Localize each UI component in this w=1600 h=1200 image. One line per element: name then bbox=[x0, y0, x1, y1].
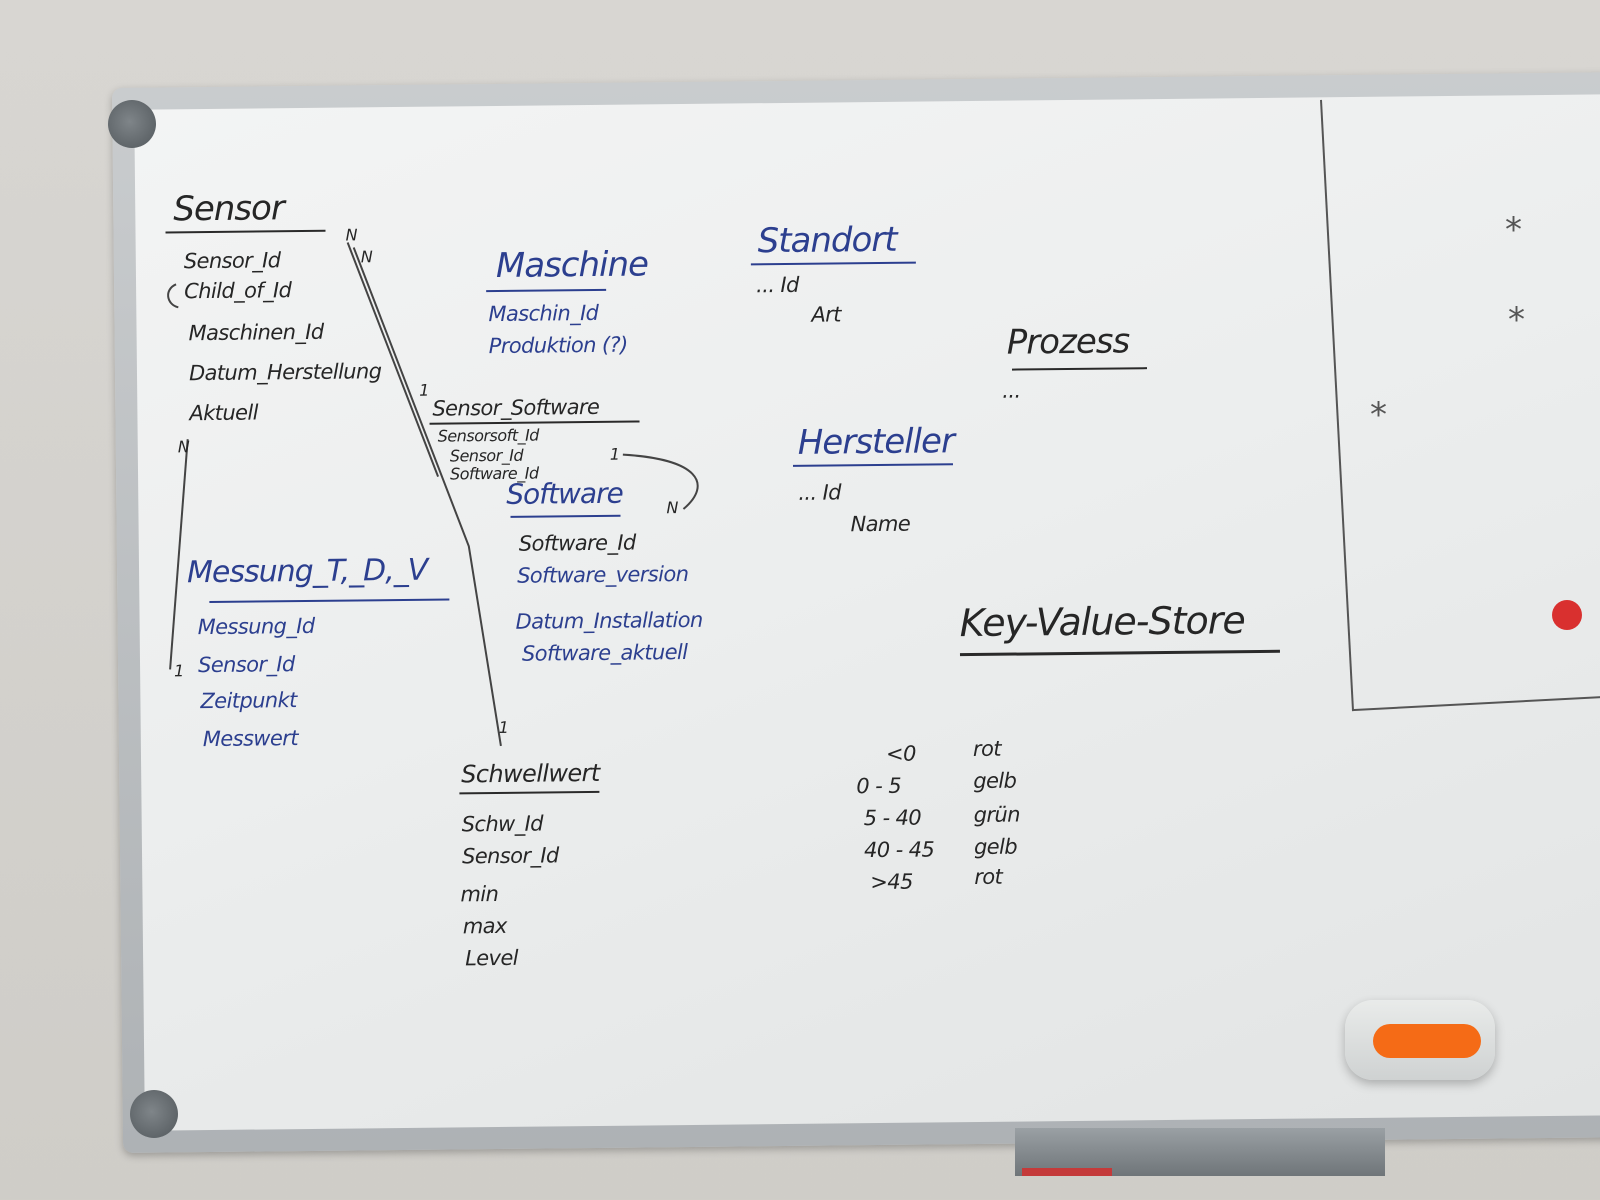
software-field-3: Datum_Installation bbox=[515, 607, 703, 634]
messung-title: Messung_T,_D,_V bbox=[186, 552, 428, 591]
kv-value-3: grün bbox=[973, 802, 1020, 828]
maschine-field-2: Produktion (?) bbox=[488, 332, 628, 359]
whiteboard-eraser bbox=[1345, 1000, 1495, 1080]
sensor-field-4: Datum_Herstellung bbox=[188, 359, 382, 386]
messung-field-2: Sensor_Id bbox=[197, 652, 295, 678]
sensor-software-field-2: Sensor_Id bbox=[449, 445, 524, 466]
messung-field-1: Messung_Id bbox=[197, 613, 315, 640]
software-title: Software bbox=[506, 476, 623, 511]
cardinality-one-d: 1 bbox=[498, 717, 509, 737]
eraser-grip bbox=[1373, 1024, 1481, 1058]
kv-value-1: rot bbox=[972, 736, 1002, 762]
maschine-field-1: Maschin_Id bbox=[488, 300, 599, 327]
messung-field-4: Messwert bbox=[202, 726, 299, 752]
sensor-software-title: Sensor_Software bbox=[432, 394, 600, 421]
red-marker bbox=[1022, 1168, 1112, 1176]
sensor-title: Sensor bbox=[173, 188, 285, 230]
standort-field-2: Art bbox=[811, 302, 841, 327]
kv-value-5: rot bbox=[974, 864, 1003, 890]
hersteller-field-1: ... Id bbox=[798, 480, 842, 505]
hersteller-field-2: Name bbox=[850, 511, 911, 537]
software-field-4: Software_aktuell bbox=[521, 640, 688, 666]
schwellwert-field-1: Schw_Id bbox=[461, 811, 544, 837]
prozess-field-1: ... bbox=[1002, 378, 1021, 403]
red-magnet bbox=[1552, 600, 1582, 630]
kv-key-2: 0 - 5 bbox=[856, 773, 902, 799]
sensor-field-5: Aktuell bbox=[189, 400, 259, 426]
standort-field-1: ... Id bbox=[755, 272, 799, 298]
sensor-field-3: Maschinen_Id bbox=[188, 319, 324, 346]
schwellwert-field-5: Level bbox=[465, 945, 519, 971]
schwellwert-field-4: max bbox=[462, 913, 507, 939]
maschine-title: Maschine bbox=[495, 244, 649, 286]
kv-key-3: 5 - 40 bbox=[863, 805, 922, 831]
sensor-field-1: Sensor_Id bbox=[183, 248, 281, 274]
kv-key-4: 40 - 45 bbox=[863, 837, 935, 863]
cardinality-one-b: 1 bbox=[609, 444, 620, 464]
kv-value-2: gelb bbox=[973, 768, 1017, 794]
whiteboard-frame: Sensor Sensor_Id Child_of_Id Maschinen_I… bbox=[112, 72, 1600, 1153]
cardinality-n-top: N bbox=[345, 225, 358, 245]
whiteboard-surface: Sensor Sensor_Id Child_of_Id Maschinen_I… bbox=[134, 94, 1600, 1131]
software-field-1: Software_Id bbox=[518, 530, 636, 556]
kv-key-1: <0 bbox=[885, 741, 916, 766]
side-panel-mark-1: * bbox=[1505, 210, 1522, 250]
prozess-title: Prozess bbox=[1006, 321, 1130, 363]
cardinality-n-side: N bbox=[360, 247, 373, 267]
cardinality-n-software: N bbox=[666, 498, 678, 518]
schwellwert-title: Schwellwert bbox=[461, 758, 600, 789]
kv-store-title: Key-Value-Store bbox=[959, 598, 1245, 646]
schwellwert-field-2: Sensor_Id bbox=[461, 843, 559, 869]
schwellwert-field-3: min bbox=[460, 881, 499, 907]
messung-field-3: Zeitpunkt bbox=[200, 688, 297, 714]
kv-key-5: >45 bbox=[870, 869, 914, 895]
side-panel-mark-2: * bbox=[1508, 300, 1525, 340]
kv-value-4: gelb bbox=[973, 834, 1018, 860]
hersteller-title: Hersteller bbox=[797, 421, 955, 463]
standort-title: Standort bbox=[757, 219, 897, 262]
relationship-lines bbox=[167, 242, 699, 747]
cardinality-one-a: 1 bbox=[419, 380, 429, 400]
side-panel-mark-3: * bbox=[1370, 395, 1387, 435]
sensor-software-field-1: Sensorsoft_Id bbox=[437, 425, 540, 446]
frame-corner-bottom-left bbox=[130, 1090, 178, 1138]
cardinality-one-c: 1 bbox=[174, 661, 184, 681]
software-field-2: Software_version bbox=[517, 561, 689, 588]
sensor-field-2: Child_of_Id bbox=[184, 278, 292, 304]
cardinality-n-messung: N bbox=[177, 437, 190, 457]
frame-corner-top-left bbox=[108, 100, 156, 148]
